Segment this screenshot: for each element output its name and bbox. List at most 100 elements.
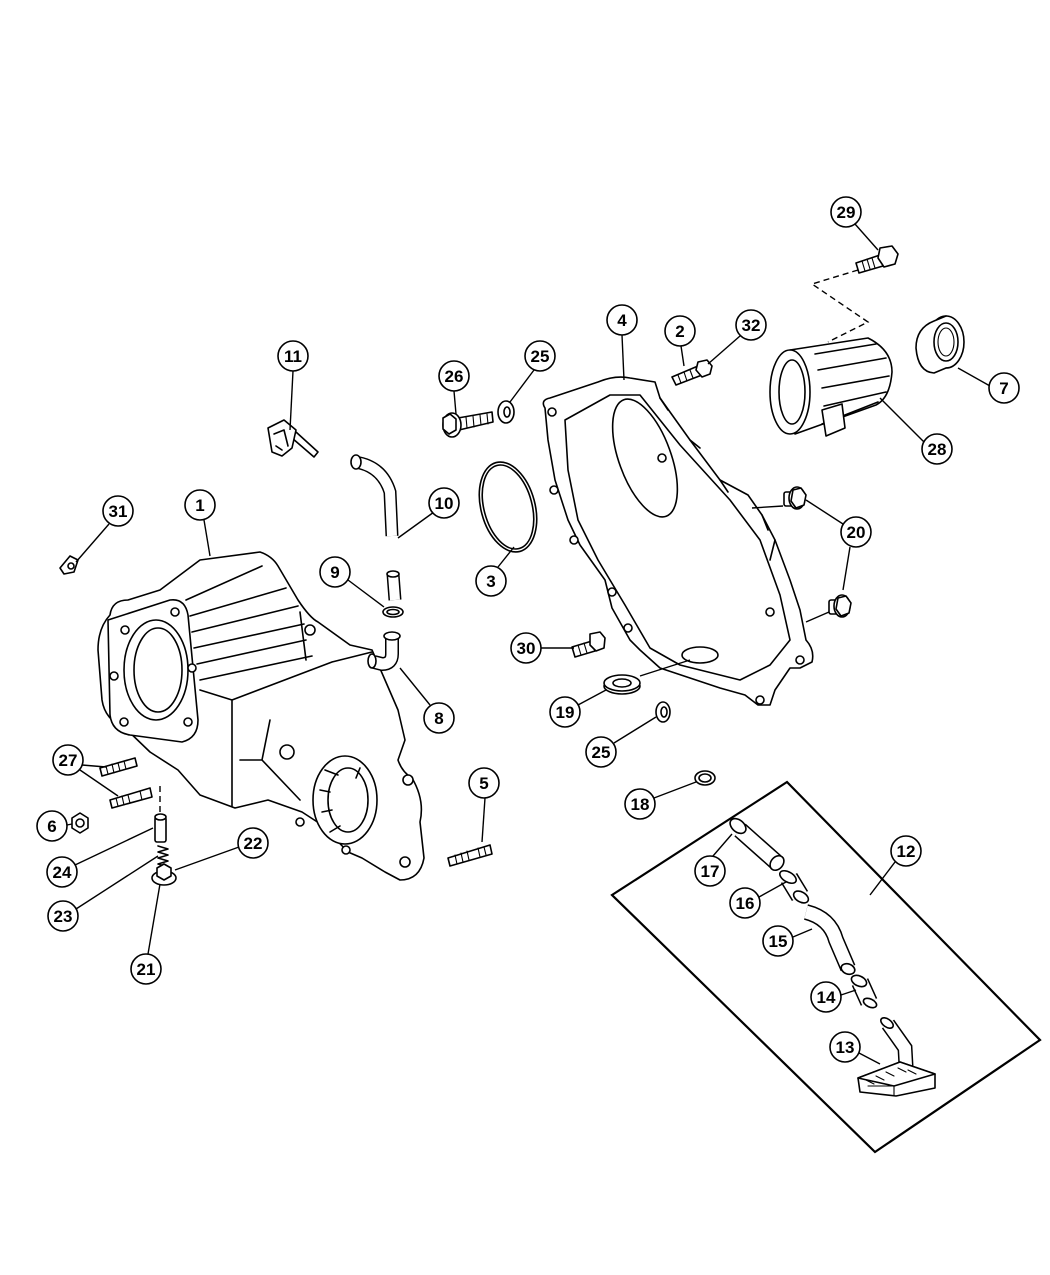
housing-fins (185, 565, 313, 681)
callout-11: 11 (277, 340, 309, 372)
callout-17: 17 (694, 855, 726, 887)
callout-14-shape (810, 981, 842, 1013)
leader-lines-shape (613, 716, 657, 744)
callout-5-shape (468, 767, 500, 799)
callout-3: 3 (475, 565, 507, 597)
rear-case-cover-shape (659, 397, 776, 561)
washer-25-lower (655, 701, 671, 723)
stud-27-upper-shape (105, 760, 127, 775)
washer-25-upper-shape (503, 406, 511, 418)
callout-18-shape (624, 788, 656, 820)
leader-lines-shape (397, 511, 435, 539)
front-case-housing-shape (319, 767, 361, 833)
rear-case-cover-shape (549, 485, 559, 495)
bracket-11-shape (291, 431, 319, 458)
leader-lines-shape (577, 689, 607, 706)
o-ring-3 (478, 461, 538, 553)
stud-5 (447, 844, 493, 867)
callout-9-label: 9 (330, 563, 339, 582)
stud-27-lower (109, 787, 153, 809)
leader-lines-shape (707, 335, 741, 365)
pin-24 (154, 813, 167, 843)
leader-lines-shape (805, 499, 844, 525)
callout-28: 28 (921, 433, 953, 465)
nut-6-shape (75, 818, 85, 828)
connector-14-shape (850, 974, 868, 988)
callout-20-shape (840, 516, 872, 548)
stud-27-lower-shape (109, 787, 153, 809)
pickup-screen-shape (857, 1061, 936, 1087)
callout-17-shape (694, 855, 726, 887)
leader-lines-shape (75, 523, 110, 563)
bolt-head (442, 413, 457, 435)
callout-26-shape (438, 360, 470, 392)
callout-31-shape (102, 495, 134, 527)
leader-lines-shape (879, 397, 925, 443)
callout-10-shape (428, 487, 460, 519)
callout-7: 7 (988, 372, 1020, 404)
callout-32: 32 (735, 309, 767, 341)
plug-20-upper (783, 486, 807, 510)
rear-case-cover-shape (547, 407, 557, 417)
callout-27-label: 27 (59, 751, 78, 770)
callout-15: 15 (762, 925, 794, 957)
callout-1-shape (184, 489, 216, 521)
bracket-body (267, 419, 297, 457)
plug-21 (151, 863, 177, 886)
callout-27-shape (52, 744, 84, 776)
bolt-head (589, 631, 606, 652)
callout-25-lower-label: 25 (592, 743, 611, 762)
vent-elbow-8-shape (383, 631, 401, 641)
callout-4-label: 4 (617, 311, 627, 330)
front-case-housing-shape (399, 856, 411, 868)
leader-lines-shape (79, 769, 119, 797)
callout-21: 21 (130, 953, 162, 985)
callout-31-label: 31 (109, 502, 128, 521)
callout-13-shape (829, 1031, 861, 1063)
front-case-housing-shape (170, 607, 180, 617)
washer-19 (603, 674, 641, 695)
rear-case-cover-shape (765, 607, 775, 617)
leader-lines-shape (66, 823, 73, 826)
rear-case-cover (542, 376, 814, 706)
leader-lines-shape (858, 1052, 881, 1065)
callout-8-label: 8 (434, 709, 443, 728)
callout-29-shape (830, 196, 862, 228)
callout-4: 4 (606, 304, 638, 336)
pickup-screen-shape (865, 1067, 917, 1097)
bracket-11-shape (273, 429, 289, 451)
callout-6-shape (36, 810, 68, 842)
rear-case-cover-shape (569, 535, 579, 545)
callout-17-label: 17 (701, 862, 720, 881)
bolt-30 (571, 631, 606, 658)
connector-16-shape (779, 869, 797, 885)
callout-30: 30 (510, 632, 542, 664)
plug-20-upper-shape (790, 487, 807, 509)
o-ring-3-shape (481, 464, 535, 550)
o-ring-9 (382, 606, 404, 618)
leader-lines-shape (497, 546, 515, 568)
callout-15-shape (762, 925, 794, 957)
vent-hose-10-shape (386, 570, 400, 578)
callout-1: 1 (184, 489, 216, 521)
callout-21-label: 21 (137, 960, 156, 979)
fitting-17-shape (729, 817, 747, 835)
extension-tab (821, 403, 846, 437)
callout-10-label: 10 (435, 494, 454, 513)
rear-case-cover-shape (657, 453, 667, 463)
leader-lines-shape (481, 797, 486, 843)
callout-11-label: 11 (284, 347, 302, 366)
callout-19-shape (549, 696, 581, 728)
callout-11-shape (277, 340, 309, 372)
callout-24-label: 24 (53, 863, 72, 882)
vent-elbow-8-shape (367, 653, 377, 669)
vent-hose-10 (350, 454, 402, 601)
callout-6: 6 (36, 810, 68, 842)
front-case-housing (97, 551, 425, 881)
plug-21-shape (156, 863, 172, 881)
washer-25-upper (497, 400, 515, 424)
callout-27: 27 (52, 744, 84, 776)
hose-15-shape (804, 905, 854, 971)
callout-13: 13 (829, 1031, 861, 1063)
